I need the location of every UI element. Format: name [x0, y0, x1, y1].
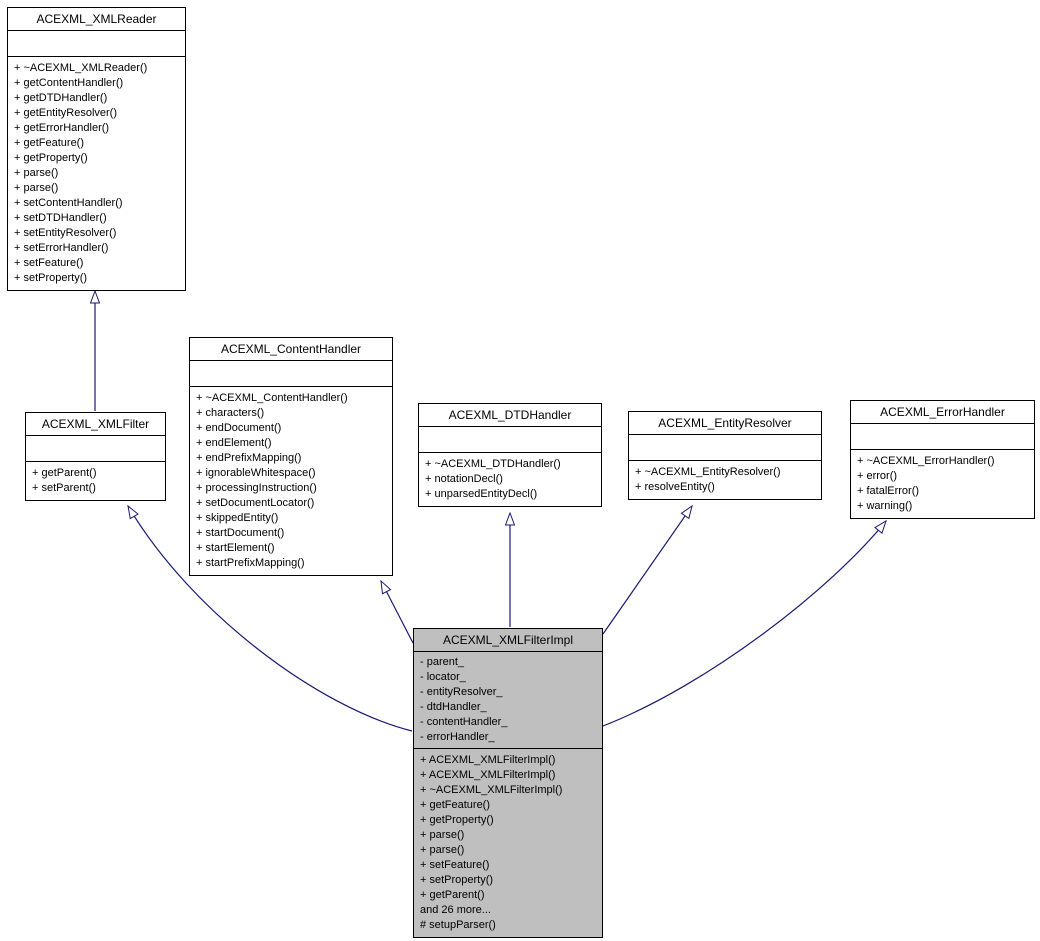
inheritance-arrow-acexml_xmlfilterimpl-to-acexml_entityresolver	[602, 504, 693, 635]
method-row: + setProperty()	[420, 874, 494, 886]
attributes-compartment	[8, 31, 185, 57]
methods-compartment: + ~ACEXML_DTDHandler() + notationDecl() + …	[419, 453, 601, 506]
class-box-acexml_xmlfilterimpl[interactable]: ACEXML_XMLFilterImpl- parent_- locator_-…	[413, 628, 603, 938]
method-row: + endElement()	[196, 437, 272, 449]
class-box-acexml_xmlreader[interactable]: ACEXML_XMLReader + ~ACEXML_XMLReader() + g…	[7, 7, 186, 291]
attribute-row: - locator_	[420, 671, 466, 683]
attributes-compartment	[851, 424, 1034, 450]
method-row: + setDTDHandler()	[14, 212, 107, 224]
method-row: + startElement()	[196, 542, 275, 554]
class-box-acexml_entityresolver[interactable]: ACEXML_EntityResolver + ~ACEXML_EntityRes…	[628, 411, 822, 500]
attribute-row: - contentHandler_	[420, 716, 508, 728]
method-row: + ~ACEXML_XMLReader()	[14, 62, 148, 74]
method-row: + getParent()	[420, 889, 485, 901]
method-row: + getFeature()	[420, 799, 491, 811]
method-row: + getParent()	[32, 467, 97, 479]
methods-compartment: + ~ACEXML_EntityResolver() + resolveEntit…	[629, 461, 821, 499]
method-row: + warning()	[857, 500, 913, 512]
method-row: + endPrefixMapping()	[196, 452, 302, 464]
method-row: + parse()	[14, 182, 59, 194]
method-row: + setEntityResolver()	[14, 227, 117, 239]
method-row: + characters()	[196, 407, 265, 419]
methods-compartment: + ACEXML_XMLFilterImpl() + ACEXML_XMLFilt…	[414, 749, 602, 937]
inheritance-arrow-acexml_xmlfilterimpl-to-acexml_contenthandler	[380, 579, 414, 644]
method-row: + getEntityResolver()	[14, 107, 118, 119]
method-row: + endDocument()	[196, 422, 282, 434]
method-row: + resolveEntity()	[635, 481, 715, 493]
class-name: ACEXML_ErrorHandler	[851, 401, 1034, 424]
method-row: + ~ACEXML_XMLFilterImpl()	[420, 784, 563, 796]
attributes-compartment	[26, 436, 165, 462]
methods-compartment: + ~ACEXML_ContentHandler() + characters()…	[190, 387, 392, 575]
method-row: + ACEXML_XMLFilterImpl()	[420, 769, 556, 781]
method-row: + parse()	[420, 844, 465, 856]
method-row: + unparsedEntityDecl()	[425, 488, 538, 500]
method-row: + setErrorHandler()	[14, 242, 109, 254]
method-row: + startPrefixMapping()	[196, 557, 305, 569]
attribute-row: - entityResolver_	[420, 686, 503, 698]
method-row: + setContentHandler()	[14, 197, 123, 209]
method-row: and 26 more...	[420, 904, 491, 916]
attribute-row: - dtdHandler_	[420, 701, 487, 713]
class-name: ACEXML_EntityResolver	[629, 412, 821, 435]
method-row: + setFeature()	[14, 257, 84, 269]
method-row: + getProperty()	[14, 152, 88, 164]
class-name: ACEXML_DTDHandler	[419, 404, 601, 427]
method-row: + ~ACEXML_ErrorHandler()	[857, 455, 995, 467]
method-row: + ~ACEXML_EntityResolver()	[635, 466, 781, 478]
attributes-compartment	[190, 361, 392, 387]
method-row: + error()	[857, 470, 898, 482]
class-box-acexml_contenthandler[interactable]: ACEXML_ContentHandler + ~ACEXML_ContentHa…	[189, 337, 393, 576]
methods-compartment: + getParent() + setParent()	[26, 462, 165, 500]
method-row: + setProperty()	[14, 272, 88, 284]
class-name: ACEXML_XMLFilterImpl	[414, 629, 602, 652]
method-row: + processingInstruction()	[196, 482, 317, 494]
method-row: # setupParser()	[420, 919, 496, 931]
class-box-acexml_dtdhandler[interactable]: ACEXML_DTDHandler+ ~ACEXML_DTDHandler()+…	[418, 403, 602, 507]
class-box-acexml_errorhandler[interactable]: ACEXML_ErrorHandler + ~ACEXML_ErrorHandle…	[850, 400, 1035, 519]
method-row: + ignorableWhitespace()	[196, 467, 316, 479]
method-row: + parse()	[420, 829, 465, 841]
method-row: + getContentHandler()	[14, 77, 124, 89]
method-row: + getDTDHandler()	[14, 92, 108, 104]
class-name: ACEXML_XMLFilter	[26, 413, 165, 436]
methods-compartment: + ~ACEXML_ErrorHandler() + error() + fatal…	[851, 450, 1034, 518]
method-row: + notationDecl()	[425, 473, 503, 485]
inheritance-arrow-acexml_xmlfilterimpl-to-acexml_xmlfilter	[127, 504, 413, 732]
method-row: + ~ACEXML_ContentHandler()	[196, 392, 348, 404]
method-row: + ~ACEXML_DTDHandler()	[425, 458, 561, 470]
method-row: + getFeature()	[14, 137, 85, 149]
method-row: + ACEXML_XMLFilterImpl()	[420, 754, 556, 766]
attributes-compartment: - parent_ - locator_ - entityResolver_ - dt…	[414, 652, 602, 749]
method-row: + setDocumentLocator()	[196, 497, 315, 509]
attributes-compartment	[419, 427, 601, 453]
method-row: + skippedEntity()	[196, 512, 279, 524]
method-row: + startDocument()	[196, 527, 285, 539]
inheritance-arrow-acexml_xmlfilterimpl-to-acexml_errorhandler	[602, 519, 887, 727]
class-name: ACEXML_ContentHandler	[190, 338, 392, 361]
method-row: + setFeature()	[420, 859, 490, 871]
method-row: + fatalError()	[857, 485, 920, 497]
method-row: + parse()	[14, 167, 59, 179]
method-row: + getProperty()	[420, 814, 494, 826]
method-row: + getErrorHandler()	[14, 122, 110, 134]
methods-compartment: + ~ACEXML_XMLReader() + getContentHandler…	[8, 57, 185, 290]
class-box-acexml_xmlfilter[interactable]: ACEXML_XMLFilter + getParent() + setParent…	[25, 412, 166, 501]
class-name: ACEXML_XMLReader	[8, 8, 185, 31]
attribute-row: - parent_	[420, 656, 465, 668]
attributes-compartment	[629, 435, 821, 461]
attribute-row: - errorHandler_	[420, 731, 495, 743]
method-row: + setParent()	[32, 482, 96, 494]
